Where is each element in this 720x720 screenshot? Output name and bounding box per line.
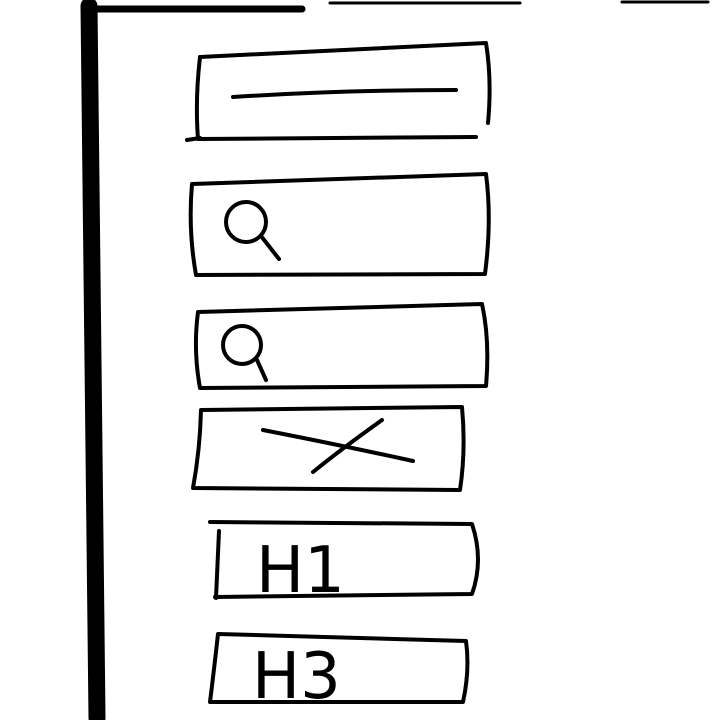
frame-border [80,0,710,720]
line-icon [231,88,458,99]
search-icon [221,324,268,382]
heading-h3-box[interactable]: H3 [208,632,470,714]
heading-h1-box[interactable]: H1 [208,520,480,608]
cross-placeholder-icon [261,418,415,474]
text-line-box[interactable] [185,41,492,142]
search-box[interactable] [188,172,491,277]
search-box[interactable] [193,302,490,390]
heading-h1-label: H1 [256,534,345,608]
search-icon [224,200,281,261]
image-placeholder-box[interactable] [191,405,466,492]
heading-h3-label: H3 [252,640,341,714]
